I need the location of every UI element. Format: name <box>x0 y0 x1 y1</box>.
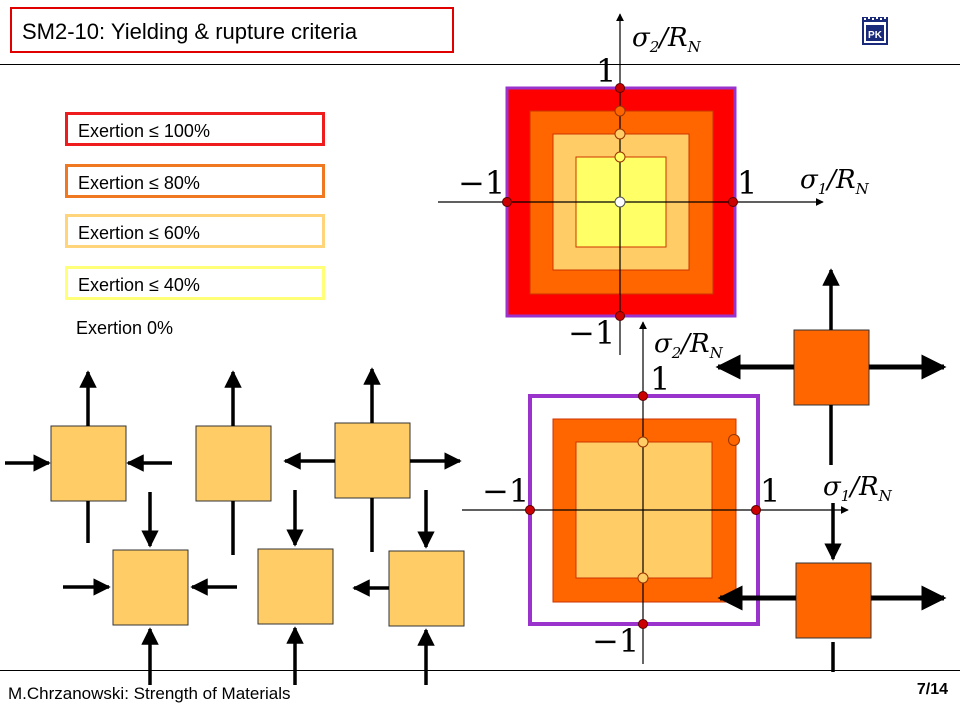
footer-author: M.Chrzanowski: Strength of Materials <box>8 684 291 703</box>
legend-item-40: Exertion ≤ 40% <box>65 266 325 300</box>
upper-x-axis-label: σ1/RN <box>800 165 870 198</box>
upper-dot-y-40 <box>614 151 626 163</box>
lower-dot-x-pos <box>751 505 761 515</box>
footer-divider <box>0 670 960 671</box>
element-e <box>257 548 334 625</box>
lower-dot-corner-80 <box>728 434 740 446</box>
header-divider <box>0 64 960 65</box>
lower-x-axis-label: σ1/RN <box>823 472 893 505</box>
legend-item-60: Exertion ≤ 60% <box>65 214 325 248</box>
element-f <box>388 550 465 627</box>
upper-dot-y-neg <box>615 311 625 321</box>
lower-y-axis-label: σ2/RN <box>654 329 724 362</box>
lower-dot-y-60 <box>637 436 649 448</box>
university-logo: PK <box>862 17 888 45</box>
lower-dot-y-neg-60 <box>637 572 649 584</box>
upper-dot-y-80 <box>614 105 626 117</box>
upper-plot: σ2/RN σ1/RN 1 1 −1 −1 <box>438 13 870 355</box>
legend-label-60: Exertion ≤ 60% <box>78 223 200 243</box>
element-d <box>112 549 189 626</box>
element-h <box>795 562 872 639</box>
lower-tick-x-pos: 1 <box>760 472 780 510</box>
legend-item-0: Exertion 0% <box>76 318 174 338</box>
element-c <box>334 422 411 499</box>
slide-title: SM2-10: Yielding & rupture criteria <box>22 19 358 44</box>
upper-tick-x-pos: 1 <box>737 164 757 202</box>
element-a <box>50 425 127 502</box>
legend-label-40: Exertion ≤ 40% <box>78 275 200 295</box>
lower-tick-x-neg: −1 <box>482 472 529 510</box>
upper-tick-y-pos: 1 <box>596 52 616 90</box>
upper-dot-origin <box>614 196 626 208</box>
legend-item-80: Exertion ≤ 80% <box>65 164 325 198</box>
legend-label-80: Exertion ≤ 80% <box>78 173 200 193</box>
upper-tick-y-neg: −1 <box>568 314 615 352</box>
title-box: SM2-10: Yielding & rupture criteria <box>10 7 454 53</box>
element-g <box>793 329 870 406</box>
lower-dot-y-neg <box>638 619 648 629</box>
element-b <box>195 425 272 502</box>
legend-label-100: Exertion ≤ 100% <box>78 121 210 141</box>
stress-elements-right <box>715 268 947 672</box>
lower-tick-y-pos: 1 <box>650 360 670 398</box>
svg-text:PK: PK <box>868 30 883 41</box>
upper-tick-x-neg: −1 <box>458 164 505 202</box>
upper-y-axis-label: σ2/RN <box>632 23 702 56</box>
lower-dot-y-pos <box>638 391 648 401</box>
lower-dot-x-neg <box>525 505 535 515</box>
upper-dot-x-pos <box>728 197 738 207</box>
upper-dot-y-60 <box>614 128 626 140</box>
stress-elements <box>5 367 465 685</box>
upper-dot-x-neg <box>502 197 512 207</box>
upper-dot-y-100 <box>615 83 625 93</box>
page-number: 7/14 <box>916 681 948 698</box>
legend-item-100: Exertion ≤ 100% <box>65 112 325 146</box>
lower-tick-y-neg: −1 <box>592 622 639 660</box>
